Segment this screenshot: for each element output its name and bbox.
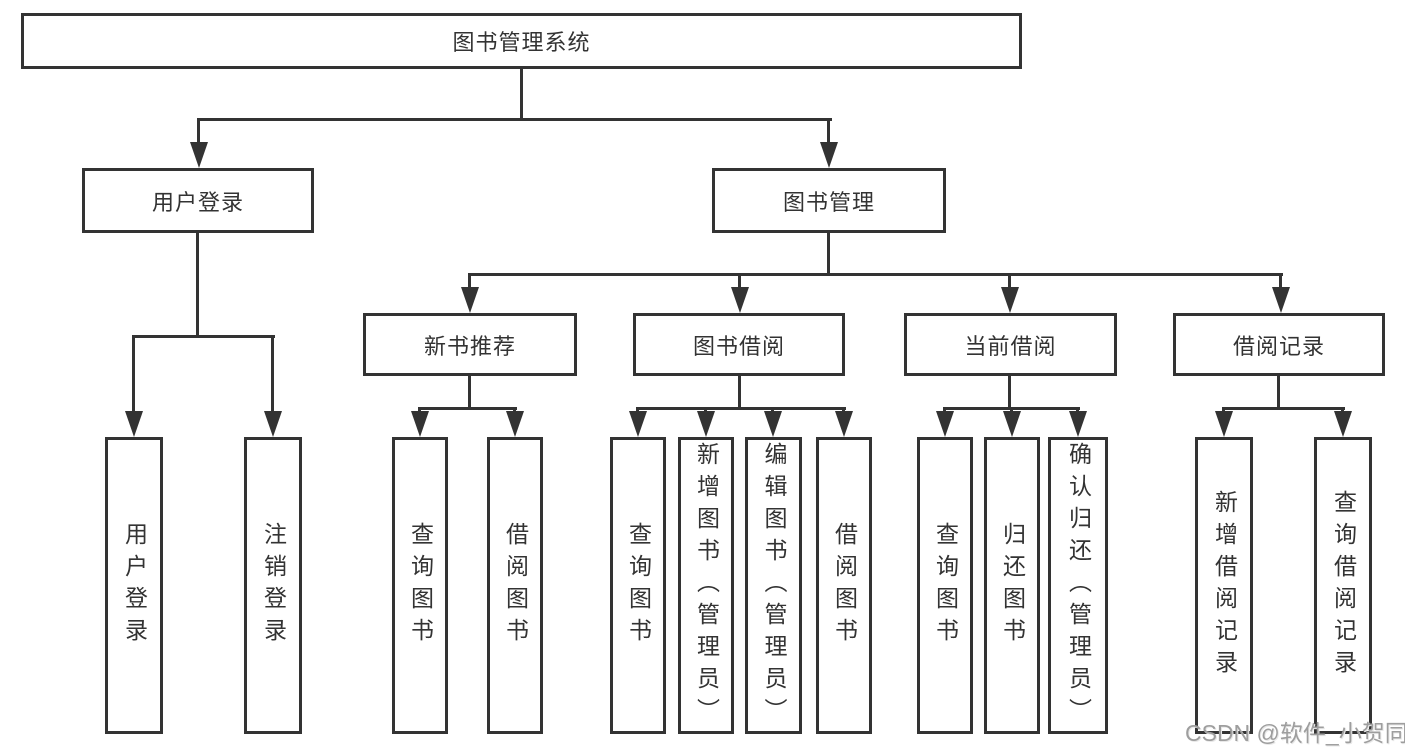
arrow-down-icon: [513, 407, 516, 411]
connector-current-borrow-stem: [1008, 376, 1011, 410]
leaf-label: 归还图书: [999, 521, 1026, 650]
connector-group3-hline: [636, 407, 846, 410]
arrow-down-icon: [704, 407, 707, 411]
watermark: CSDN @软件_小贺同学: [1185, 720, 1405, 746]
leaf-add-book-admin: 新增图书（管理员）: [678, 437, 734, 734]
connector-level2-hline: [468, 273, 1283, 276]
node-root: 图书管理系统: [21, 13, 1022, 69]
leaf-confirm-return-admin: 确认归还（管理员）: [1048, 437, 1108, 734]
leaf-label: 借阅图书: [831, 521, 858, 650]
node-user-login: 用户登录: [82, 168, 314, 233]
leaf-logout: 注销登录: [244, 437, 302, 734]
leaf-edit-book-admin: 编辑图书（管理员）: [745, 437, 802, 734]
leaf-add-borrow-record: 新增借阅记录: [1195, 437, 1253, 734]
node-label: 新书推荐: [423, 333, 516, 359]
arrow-down-icon: [1279, 273, 1282, 287]
leaf-label: 新增借阅记录: [1211, 489, 1238, 682]
arrow-down-icon: [771, 407, 774, 411]
leaf-borrow-books-recommend: 借阅图书: [487, 437, 543, 734]
node-label: 当前借阅: [964, 333, 1057, 359]
leaf-label: 新增图书（管理员）: [693, 441, 720, 730]
leaf-query-books-borrow: 查询图书: [610, 437, 666, 734]
node-borrow-records: 借阅记录: [1173, 313, 1385, 376]
leaf-label: 借阅图书: [502, 521, 529, 650]
connector-level1-hline: [197, 118, 832, 121]
arrow-down-icon: [1076, 407, 1079, 411]
arrow-down-icon: [943, 407, 946, 411]
leaf-query-books-recommend: 查询图书: [392, 437, 448, 734]
arrow-down-icon: [842, 407, 845, 411]
node-new-book-recommend: 新书推荐: [363, 313, 577, 376]
node-current-borrow: 当前借阅: [904, 313, 1117, 376]
connector-book-borrow-stem: [738, 376, 741, 410]
leaf-label: 编辑图书（管理员）: [761, 441, 787, 730]
leaf-label: 查询图书: [932, 521, 959, 650]
node-root-label: 图书管理系统: [452, 30, 591, 55]
arrow-down-icon: [197, 118, 200, 142]
connector-borrow-records-stem: [1277, 376, 1280, 410]
connector-root-stem: [520, 69, 523, 121]
leaf-borrow-books: 借阅图书: [816, 437, 872, 734]
leaf-label: 查询图书: [407, 521, 434, 650]
leaf-label: 确认归还（管理员）: [1065, 441, 1092, 730]
node-label: 图书借阅: [692, 333, 785, 359]
node-label: 图书管理: [782, 189, 875, 215]
arrow-down-icon: [271, 335, 274, 411]
leaf-label: 用户登录: [121, 521, 148, 650]
arrow-down-icon: [738, 273, 741, 287]
leaf-label: 注销登录: [260, 521, 287, 650]
connector-new-book-stem: [468, 376, 471, 410]
node-label: 借阅记录: [1232, 333, 1325, 359]
connector-group2-hline: [418, 407, 517, 410]
leaf-query-books-current: 查询图书: [917, 437, 973, 734]
arrow-down-icon: [418, 407, 421, 411]
leaf-return-book: 归还图书: [984, 437, 1040, 734]
node-book-management: 图书管理: [712, 168, 946, 233]
arrow-down-icon: [1010, 407, 1013, 411]
leaf-label: 查询图书: [625, 521, 652, 650]
leaf-query-borrow-record: 查询借阅记录: [1314, 437, 1372, 734]
connector-book-management-stem: [827, 233, 830, 276]
leaf-label: 查询借阅记录: [1330, 489, 1357, 682]
arrow-down-icon: [1222, 407, 1225, 411]
leaf-user-login: 用户登录: [105, 437, 163, 734]
arrow-down-icon: [1008, 273, 1011, 287]
connector-user-login-stem: [196, 233, 199, 338]
arrow-down-icon: [636, 407, 639, 411]
arrow-down-icon: [1341, 407, 1344, 411]
node-book-borrow: 图书借阅: [633, 313, 845, 376]
connector-group1-hline: [132, 335, 275, 338]
arrow-down-icon: [827, 118, 830, 142]
connector-group5-hline: [1222, 407, 1345, 410]
arrow-down-icon: [468, 273, 471, 287]
node-label: 用户登录: [151, 189, 244, 215]
arrow-down-icon: [132, 335, 135, 411]
